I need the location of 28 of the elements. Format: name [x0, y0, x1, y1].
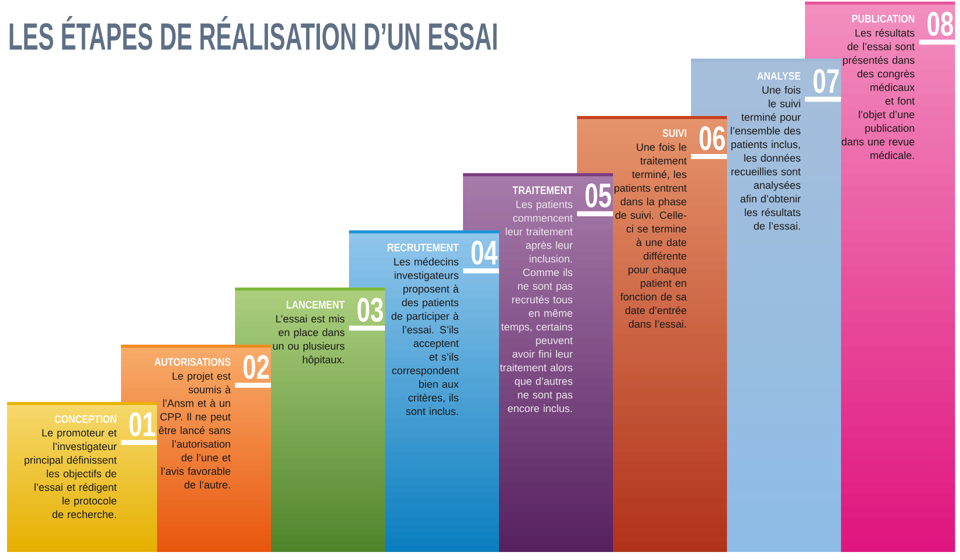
step-description: Les patients commencent leur traitement après leur inclusion. Comme ils ne sont pas recrutés tous en même temps, certains peuvent avoir fini leur traitement alors que d’autres ne sont pas encore inclus.: [500, 200, 573, 412]
step-description: Une fois le suivi terminé pour l’ensemble des patients inclus, les données recueillies sont analysées afin d’obtenir les résultats de l’essai.: [730, 86, 801, 230]
step-number: 06: [691, 126, 727, 159]
step-heading: ANALYSE: [757, 72, 800, 80]
step-heading: CONCEPTION: [54, 415, 116, 423]
step-description: Les médecins investigateurs proposent à des patients de participer à l’essai. S’ils acceptent et s’ils correspondent bien aux critères, ils sont inclus.: [392, 258, 459, 416]
step-number: 01: [121, 412, 157, 445]
step-heading: PUBLICATION: [852, 14, 914, 23]
step-heading: RECRUTEMENT: [388, 244, 459, 252]
step-number: 05: [577, 183, 613, 216]
title: LES ÉTAPES DE RÉALISATION D’UN ESSAI: [10, 16, 497, 50]
step-number: 08: [919, 12, 956, 45]
step-number: 02: [235, 355, 271, 388]
step-description: L’essai est mis en place dans un ou plusieurs hôpitaux.: [273, 314, 344, 366]
step-number: 03: [349, 298, 385, 331]
step-number: 04: [463, 240, 499, 274]
step-description: Les résultats de l’essai sont présentés dans des congrès médicaux et font l’objet d’une publication dans une revue médicale.: [842, 28, 915, 160]
step-heading: SUIVI: [662, 129, 686, 137]
step-number: 07: [805, 69, 841, 102]
step-heading: AUTORISATIONS: [154, 358, 230, 366]
step-bar: [805, 2, 956, 552]
step-description: Une fois le traitement terminé, les patients entrent dans la phase de suivi. Celle-ci se termine à une date différente pour chaque patient en fonction de sa date d’entrée dans l’essai.: [614, 143, 687, 328]
step-bar: [691, 58, 841, 552]
step-heading: LANCEMENT: [286, 300, 345, 309]
step-bar: [7, 402, 157, 552]
step-heading: TRAITEMENT: [512, 186, 573, 194]
step-description: Le promoteur et l’investigateur principal définissent les objectifs de l’essai et rédigent le protocole de recherche.: [24, 429, 117, 518]
step-description: Le projet est soumis à l’Ansm et à un CPP. Il ne peut être lancé sans l’autorisation de l’une et l’avis favorable de l’autre.: [158, 372, 231, 489]
